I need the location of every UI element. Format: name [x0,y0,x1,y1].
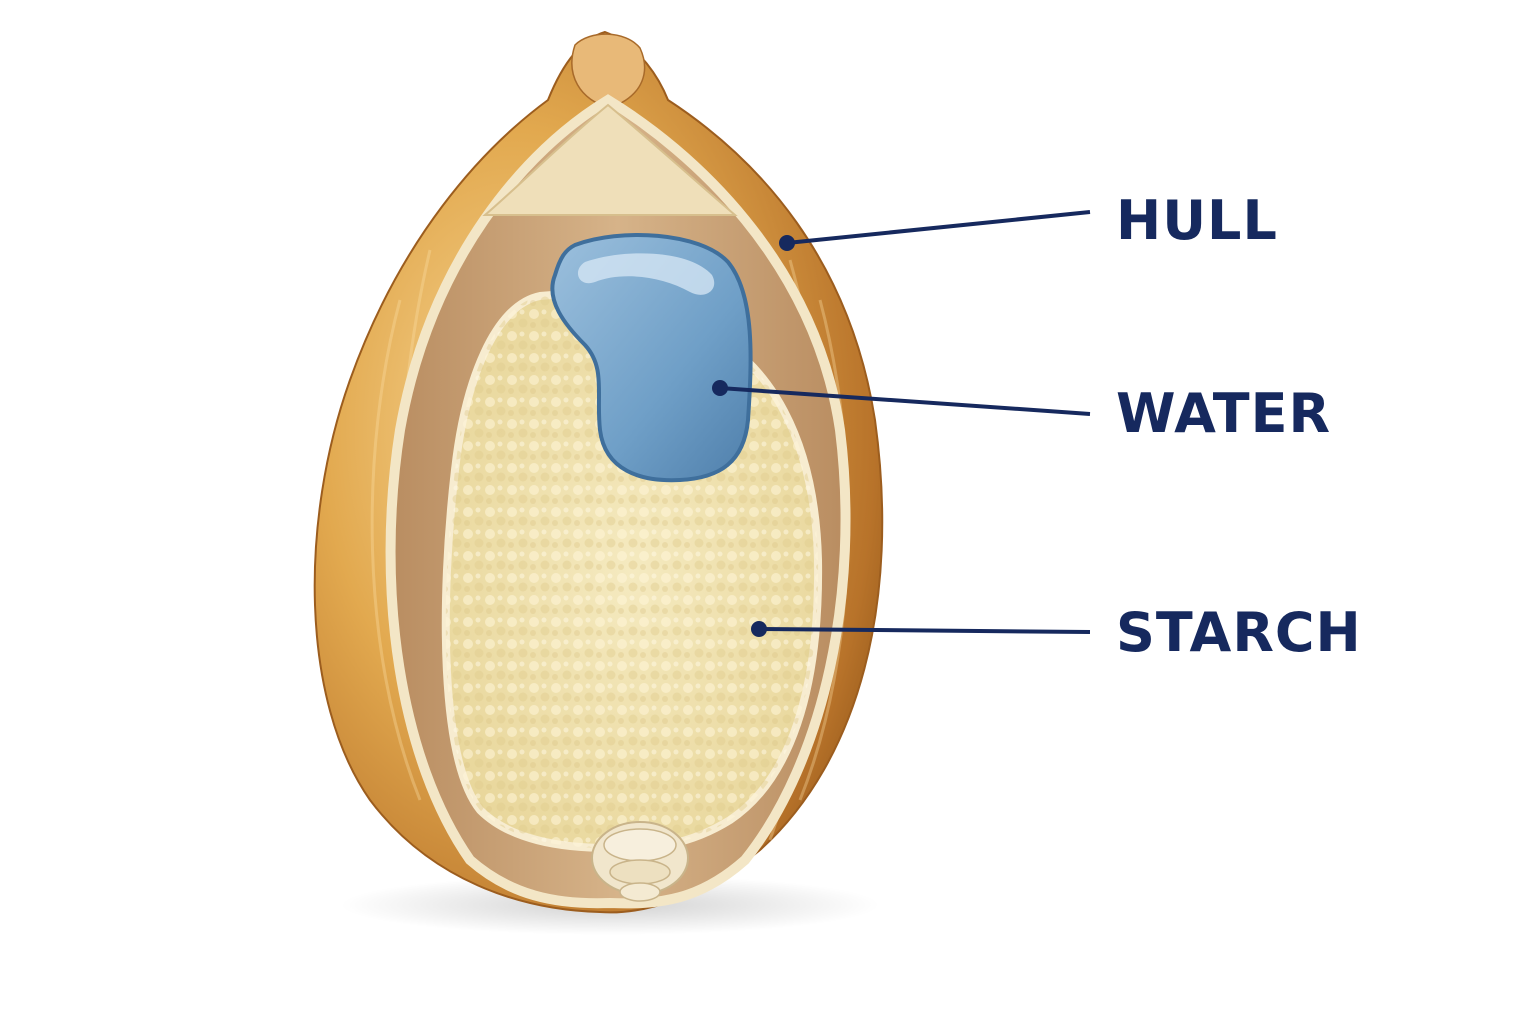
water-pocket [550,233,753,483]
starch-label: STARCH [1116,601,1362,664]
hull-label: HULL [1116,189,1278,252]
germ-embryo [591,821,689,902]
starch-leader-dot [751,621,767,637]
water-leader-line [719,386,1091,416]
water-highlight [577,253,715,295]
kernel-tip [571,33,646,109]
hull-leader-dot [779,235,795,251]
water-leader-dot [712,380,728,396]
starch-leader-line [758,627,1091,634]
hull-leader-line [786,210,1091,245]
water-label: WATER [1116,382,1332,445]
top-wedge [482,103,738,216]
